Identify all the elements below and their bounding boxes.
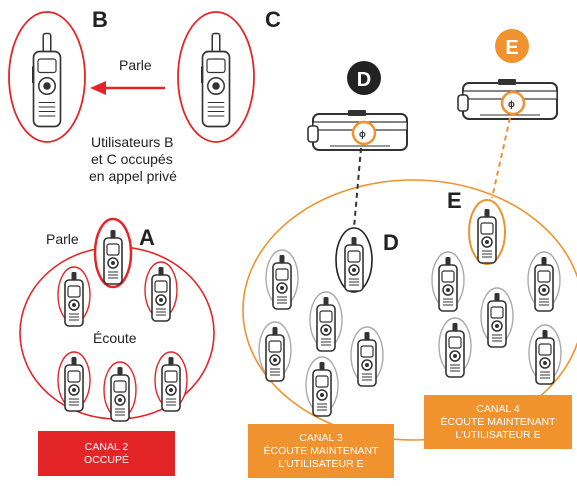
channel-3-members [258,249,384,417]
private-call-line-3: en appel privé [89,168,177,184]
label-c: C [265,7,281,32]
walkie-talkie-icon [445,322,465,378]
link-e [491,117,511,199]
channel-4-line-1: CANAL 4 [476,402,520,415]
walkie-talkie-icon [535,329,555,385]
radio-b [8,11,86,143]
radio-e [468,199,506,265]
walkie-talkie-icon [151,266,171,322]
channel-4-line-3: L'UTILISATEUR E [455,428,541,441]
radio-b-outline [8,11,86,143]
radio-c [177,11,255,143]
channel-2-line-2: OCCUPÉ [84,453,129,466]
walkie-talkie-icon [438,256,458,312]
walkie-talkie-icon [534,256,554,312]
label-b: B [92,7,108,32]
walkie-talkie-icon [161,356,181,412]
ptt-button-highlight-d [351,120,377,146]
walkie-talkie-icon [357,331,377,387]
talk-label-top: Parle [119,57,152,73]
radio-d-top: ϕ [307,109,408,151]
channel-3-4-group-outline [242,179,577,441]
walkie-talkie-icon [312,361,332,417]
radio-c-outline [177,11,255,143]
walkie-talkie-icon [265,326,285,382]
walkie-talkie-icon [344,236,364,292]
badge-d-label: D [357,69,371,91]
channel-2-members [57,261,188,422]
walkie-talkie-icon [487,292,507,348]
listen-label: Écoute [93,330,137,346]
channel-3-line-1: CANAL 3 [299,431,343,444]
private-call-line-2: et C occupés [91,151,173,167]
talk-arrow [90,81,165,95]
channel-2-box: CANAL 2 OCCUPÉ [38,431,175,476]
walkie-talkie-icon [200,32,231,128]
badge-e [495,29,529,63]
walkie-talkie-icon [272,254,292,310]
link-d [353,147,362,229]
private-call-line-1: Utilisateurs B [91,134,173,150]
radio-d [335,227,373,293]
channel-3-line-3: L'UTILISATEUR E [278,457,364,470]
walkie-talkie-icon [103,229,123,285]
ptt-logo-icon: ϕ [359,129,366,139]
channel-2-line-1: CANAL 2 [84,440,129,453]
badge-d [347,61,381,95]
channel-3-box: CANAL 3 ÉCOUTE MAINTENANT L'UTILISATEUR … [248,424,394,478]
radio-a [93,217,133,289]
walkie-talkie-icon [477,208,497,264]
walkie-talkie-icon [110,366,130,422]
label-e: E [447,188,462,213]
radio-e-top: ϕ [457,78,558,120]
badge-e-label: E [505,37,518,59]
channel-4-members [431,251,562,385]
channel-4-line-2: ÉCOUTE MAINTENANT [440,415,556,428]
channel-3-line-2: ÉCOUTE MAINTENANT [263,444,379,457]
label-d: D [383,230,399,255]
walkie-talkie-icon [64,271,84,327]
walkie-talkie-icon [31,32,62,128]
ptt-logo-icon: ϕ [508,99,515,109]
walkie-talkie-icon [64,356,84,412]
channel-4-box: CANAL 4 ÉCOUTE MAINTENANT L'UTILISATEUR … [424,395,572,449]
label-a: A [139,225,155,250]
walkie-talkie-icon [316,296,336,352]
ptt-button-highlight-e [500,90,526,116]
talk-label-a: Parle [46,231,79,247]
